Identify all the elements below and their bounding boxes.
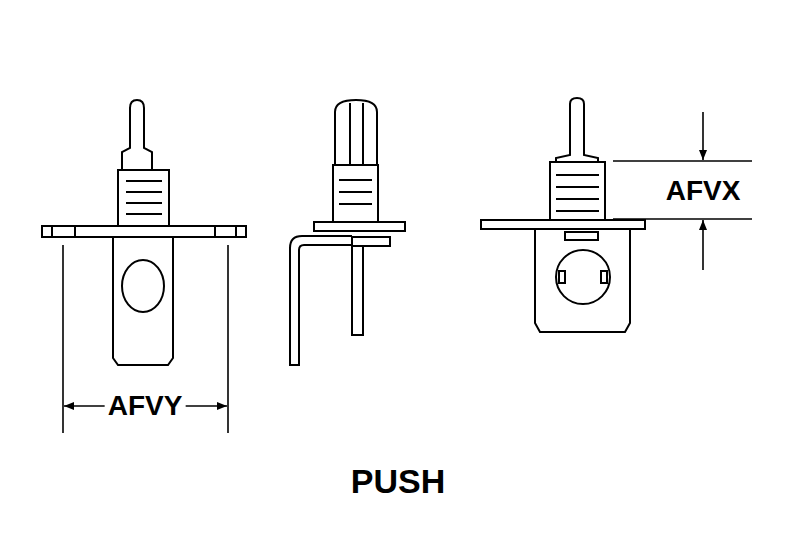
dimension-label: AFVX [663, 176, 744, 207]
front-view [42, 100, 246, 433]
rear-view [481, 98, 752, 332]
side-view [290, 100, 405, 365]
dimension-label: AFVY [105, 391, 186, 422]
figure-caption: PUSH [348, 463, 448, 500]
